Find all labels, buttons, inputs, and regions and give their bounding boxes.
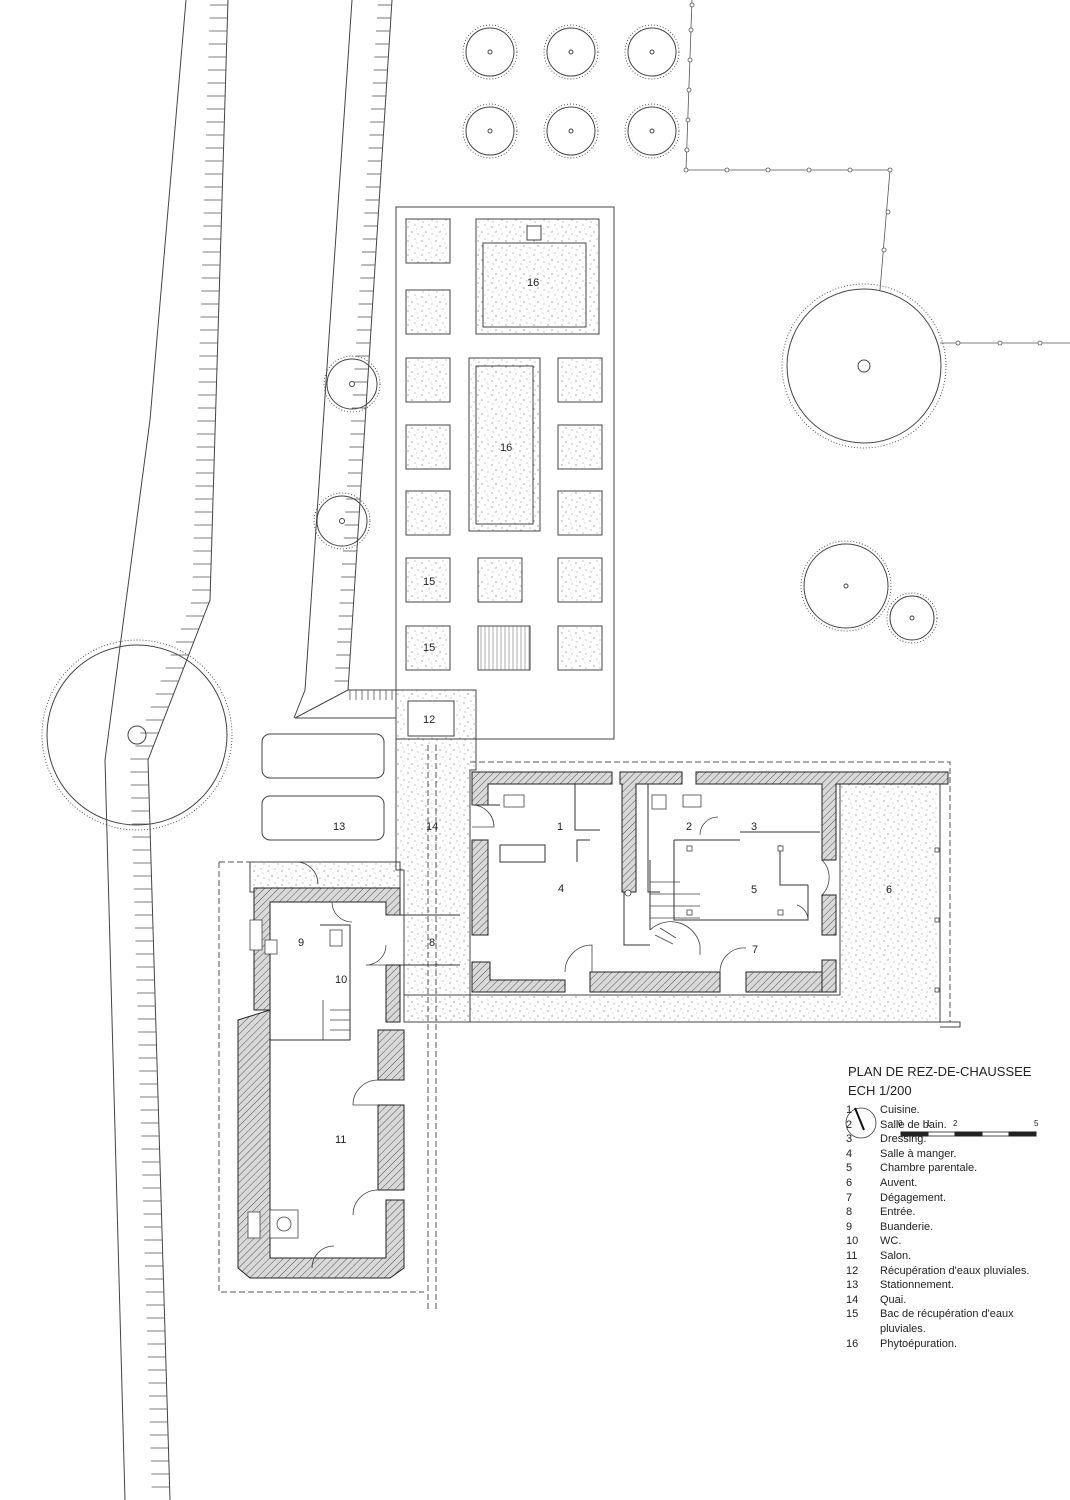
legend-item: 14 Quai.: [846, 1293, 1061, 1308]
scale-bar-labels: 0 1 2 5: [898, 1119, 1048, 1131]
legend-text: Bac de récupération d'eaux pluviales.: [880, 1308, 1014, 1335]
tree-circles: [41, 283, 947, 831]
legend-text: Salle à manger.: [880, 1147, 957, 1160]
legend-item: 7 Dégagement.: [846, 1191, 1061, 1206]
label-room-2: 2: [686, 821, 692, 833]
legend-item: 9 Buanderie.: [846, 1220, 1061, 1235]
legend-number: 6: [846, 1176, 853, 1189]
door-swings: [295, 804, 830, 1269]
legend-text: WC.: [880, 1235, 902, 1248]
legend-item: 5 Chambre parentale.: [846, 1161, 1061, 1176]
scale-tick-2: 2: [953, 1119, 958, 1128]
staircase: [322, 881, 701, 1040]
room-labels: 1 2 3 4 5 6 7 8 9 10 11 12 13 14 15 15 1…: [298, 277, 892, 1146]
legend-item: 6 Auvent.: [846, 1176, 1061, 1191]
legend-number: 8: [846, 1206, 853, 1219]
legend-number: 15: [846, 1308, 859, 1321]
scale-tick-1: 1: [926, 1119, 931, 1128]
plan-title-line2: ECH 1/200: [848, 1083, 912, 1098]
legend-number: 10: [846, 1235, 859, 1248]
legend-text: Auvent.: [880, 1176, 918, 1189]
north-arrow-icon: [845, 1107, 877, 1139]
legend-number: 2: [846, 1118, 853, 1131]
rainwater-tanks: [405, 218, 603, 671]
legend-item: 2 Salle de bain.: [846, 1118, 1061, 1133]
legend-number: 5: [846, 1162, 853, 1175]
label-room-15a: 15: [423, 576, 435, 588]
legend-item: 13 Stationnement.: [846, 1278, 1061, 1293]
plan-title-line1: PLAN DE REZ-DE-CHAUSSEE: [848, 1064, 1032, 1079]
legend-text: Phytoépuration.: [880, 1337, 958, 1350]
legend-number: 1: [846, 1104, 853, 1116]
legend-item: 12 Récupération d'eaux pluviales.: [846, 1264, 1061, 1279]
legend-text: Dressing.: [880, 1133, 927, 1146]
road-left: [104, 0, 229, 1500]
walkway: [218, 689, 961, 1310]
road-right: [293, 0, 393, 719]
label-room-16b: 16: [500, 442, 512, 454]
legend-item: 3 Dressing.: [846, 1132, 1061, 1147]
legend-item: 1 Cuisine.: [846, 1103, 1061, 1118]
label-room-12: 12: [423, 714, 435, 726]
label-room-14: 14: [426, 821, 438, 833]
legend-number: 14: [846, 1293, 859, 1306]
legend-text: Entrée.: [880, 1206, 916, 1219]
fixtures: [247, 794, 940, 1239]
road-ticks: [130, 4, 393, 1488]
plan-title: PLAN DE REZ-DE-CHAUSSEE ECH 1/200: [848, 1062, 1031, 1100]
legend-text: Buanderie.: [880, 1220, 934, 1233]
legend-text: Cuisine.: [880, 1104, 920, 1116]
label-room-5: 5: [751, 884, 757, 896]
legend: 1 Cuisine. 2 Salle de bain. 3 Dressing. 4 Salle…: [846, 1103, 1061, 1351]
label-room-10: 10: [335, 974, 347, 986]
legend-text: Quai.: [880, 1293, 907, 1306]
legend-number: 12: [846, 1264, 859, 1277]
legend-text: Salon.: [880, 1249, 912, 1262]
legend-text: Récupération d'eaux pluviales.: [880, 1264, 1030, 1277]
label-room-13: 13: [333, 821, 345, 833]
legend-item: 4 Salle à manger.: [846, 1147, 1061, 1162]
legend-number: 11: [846, 1249, 858, 1262]
legend-item: 16 Phytoépuration.: [846, 1337, 1061, 1352]
house-walls: [237, 771, 949, 1279]
legend-text: Chambre parentale.: [880, 1162, 978, 1175]
scale-tick-5: 5: [1034, 1119, 1039, 1128]
scale-tick-0: 0: [898, 1119, 903, 1128]
legend-item: 15 Bac de récupération d'eaux pluviales.: [846, 1307, 1061, 1336]
label-room-11: 11: [335, 1134, 346, 1146]
legend-text: Stationnement.: [880, 1279, 954, 1292]
label-room-9: 9: [298, 937, 304, 949]
orchard-trees: [462, 24, 680, 159]
label-room-16a: 16: [527, 277, 539, 289]
legend-number: 16: [846, 1337, 859, 1350]
legend-item: 10 WC.: [846, 1234, 1061, 1249]
legend-item: 8 Entrée.: [846, 1205, 1061, 1220]
label-room-7: 7: [752, 944, 758, 956]
label-room-6: 6: [886, 884, 892, 896]
scale-bar: [900, 1131, 1037, 1137]
legend-number: 13: [846, 1279, 859, 1292]
fence-posts: [683, 2, 1043, 346]
legend-number: 4: [846, 1147, 853, 1160]
legend-number: 3: [846, 1133, 853, 1146]
legend-text: Dégagement.: [880, 1191, 947, 1204]
legend-number: 7: [846, 1191, 853, 1204]
label-room-4: 4: [558, 883, 564, 895]
label-room-15b: 15: [423, 642, 435, 654]
legend-item: 11 Salon.: [846, 1249, 1061, 1264]
legend-number: 9: [846, 1220, 853, 1233]
fence-line: [685, 0, 1070, 344]
legend-text: Salle de bain.: [880, 1118, 947, 1131]
label-room-3: 3: [751, 821, 757, 833]
label-room-8: 8: [429, 937, 435, 949]
label-room-1: 1: [557, 821, 563, 833]
parking-spots: [261, 733, 385, 841]
garden-enclosure: [395, 206, 615, 740]
